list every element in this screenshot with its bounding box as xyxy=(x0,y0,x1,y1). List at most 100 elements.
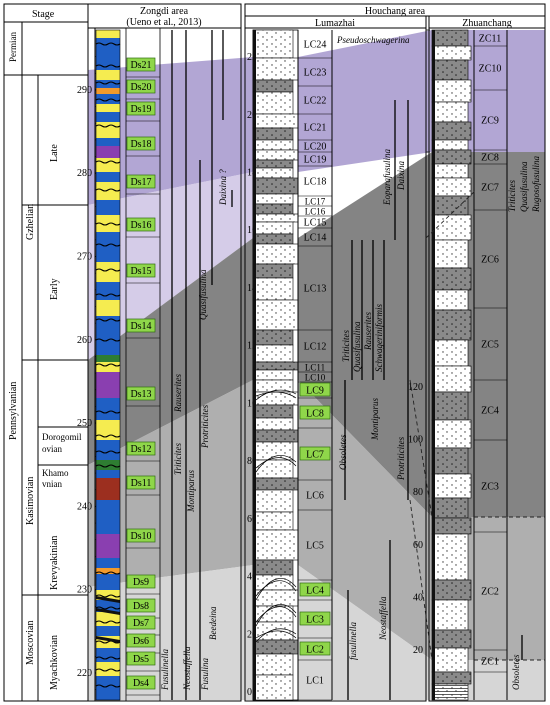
lumazhai-unit-LC13: LC13 xyxy=(304,284,327,295)
lumazhai-bed-texture xyxy=(253,92,293,114)
zhuanchang-unit-ZC10: ZC10 xyxy=(479,64,502,75)
zongdi-bed xyxy=(96,282,120,300)
zongdi-bed xyxy=(96,478,120,500)
stage-dorogomilovian-2: ovian xyxy=(42,444,62,454)
zongdi-bed xyxy=(96,460,120,470)
zhuanchang-unit-ZC9: ZC9 xyxy=(481,116,499,127)
lumazhai-bed-texture xyxy=(253,606,293,622)
lumazhai-unit-LC9: LC9 xyxy=(306,386,324,397)
lumazhai-taxon-daixina: Daixina xyxy=(396,161,406,191)
zhuanchang-bed-texture xyxy=(432,102,468,122)
lumazhai-section: Lumazhai 020406080100120140160180200220 … xyxy=(244,15,427,702)
lumazhai-bed-texture xyxy=(253,370,293,380)
lumazhai-bed xyxy=(252,79,294,93)
zhuanchang-unit-ZC2: ZC2 xyxy=(481,587,499,598)
zongdi-wavy-surface xyxy=(95,188,121,192)
zongdi-wavy-surface xyxy=(95,64,121,68)
lumazhai-unit-LC10: LC10 xyxy=(305,373,326,383)
lumazhai-bed-texture xyxy=(253,30,293,58)
zongdi-wavy-surface xyxy=(95,656,121,660)
lumazhai-taxon-montiparus: Montiparus xyxy=(370,397,380,441)
zhuanchang-bed-texture xyxy=(432,600,468,630)
zhuanchang-unit-ZC8: ZC8 xyxy=(481,153,499,164)
zongdi-reference: (Ueno et al., 2013) xyxy=(126,17,201,28)
zongdi-bed xyxy=(96,574,120,590)
zongdi-sample-Ds8: Ds8 xyxy=(133,601,149,612)
zongdi-bed xyxy=(96,262,120,282)
lumazhai-bed-texture xyxy=(253,392,298,405)
zongdi-bed xyxy=(96,112,120,122)
zongdi-bed xyxy=(96,522,120,534)
lumazhai-cross-bedding xyxy=(255,628,297,643)
zongdi-taxon-protriticites: Protriticites xyxy=(200,404,210,449)
zongdi-sample-Ds19: Ds19 xyxy=(130,104,151,115)
lumazhai-bed-texture xyxy=(253,590,298,606)
lumazhai-bed xyxy=(252,361,299,371)
zongdi-axis-label-240: 240 xyxy=(77,501,92,512)
zhuanchang-taxon-quasifusulina: Quasifusulina xyxy=(519,161,529,212)
lumazhai-bed-texture xyxy=(253,214,298,222)
zhuanchang-bed-texture xyxy=(432,46,471,60)
lumazhai-bed-texture xyxy=(253,168,293,178)
zongdi-bed xyxy=(96,398,120,420)
zongdi-sample-Ds9: Ds9 xyxy=(133,577,149,588)
zongdi-bed xyxy=(96,172,120,182)
lumazhai-unit-LC22: LC22 xyxy=(304,96,327,107)
lumazhai-axis-label-80: 80 xyxy=(247,456,257,467)
stage-khamovnian-1: Khamo xyxy=(42,468,69,478)
lumazhai-cross-bedding xyxy=(255,606,297,623)
zhuanchang-bed-texture xyxy=(432,290,468,310)
zongdi-title: Zongdi area xyxy=(140,6,189,17)
zongdi-sample-box-Ds6 xyxy=(126,633,156,648)
lumazhai-unit-box-LC7 xyxy=(299,446,331,461)
zongdi-sample-box-Ds9 xyxy=(126,574,156,589)
zhuanchang-bed-texture xyxy=(432,240,468,268)
stage-early: Early xyxy=(49,278,60,300)
zongdi-dark-lens xyxy=(96,608,120,615)
lumazhai-unit-LC20: LC20 xyxy=(304,142,327,153)
stage-header: Stage xyxy=(32,9,55,20)
zhuanchang-bed-texture xyxy=(432,140,468,150)
zongdi-sample-box-Ds14 xyxy=(126,318,156,333)
zongdi-bed xyxy=(96,146,120,158)
zongdi-bed xyxy=(96,104,120,112)
lumazhai-unit-LC2: LC2 xyxy=(306,645,324,656)
zhuanchang-bed-texture xyxy=(432,164,468,178)
zongdi-bed xyxy=(96,300,120,316)
lumazhai-unit-LC16: LC16 xyxy=(305,207,326,217)
zongdi-sample-Ds14: Ds14 xyxy=(130,321,151,332)
zongdi-wavy-surface xyxy=(95,338,121,342)
zongdi-bed xyxy=(96,648,120,662)
lumazhai-bed-texture xyxy=(253,654,293,675)
zhuanchang-bed-texture xyxy=(432,474,471,498)
lumazhai-bed-texture xyxy=(253,380,293,392)
lumazhai-taxon-schwageriniformis: Schwageriniformis xyxy=(374,304,384,372)
lumazhai-unit-LC19: LC19 xyxy=(304,155,327,166)
lumazhai-cross-bedding xyxy=(255,457,297,469)
zhuanchang-bed xyxy=(431,671,472,685)
zongdi-wavy-surface xyxy=(95,363,121,367)
zongdi-taxon-quasifusulina: Quasifusulina xyxy=(198,269,208,320)
zongdi-wavy-surface xyxy=(95,42,121,46)
zhuanchang-bed xyxy=(431,517,472,535)
zongdi-axis-label-220: 220 xyxy=(77,668,92,679)
zongdi-wavy-surface xyxy=(95,318,121,322)
lumazhai-taxon-quasifusulina: Quasifusulina xyxy=(352,321,362,372)
lumazhai-bed-texture xyxy=(253,530,298,560)
zhuanchang-bed-texture xyxy=(432,534,468,580)
zhuanchang-bed xyxy=(431,309,472,341)
lumazhai-unit-LC14: LC14 xyxy=(304,233,327,244)
zongdi-bed xyxy=(96,355,120,362)
zhuanchang-axis-label-100: 100 xyxy=(408,435,423,446)
lumazhai-unit-LC12: LC12 xyxy=(304,342,327,353)
lumazhai-unit-LC3: LC3 xyxy=(306,615,324,626)
zongdi-axis-label-250: 250 xyxy=(77,418,92,429)
zhuanchang-unit-ZC7: ZC7 xyxy=(481,183,499,194)
zongdi-wavy-surface xyxy=(95,640,121,644)
zongdi-bed xyxy=(96,158,120,172)
zhuanchang-unit-ZC4: ZC4 xyxy=(481,406,499,417)
zongdi-sample-box-Ds19 xyxy=(126,101,156,116)
lumazhai-axis-label-40: 40 xyxy=(247,572,257,583)
